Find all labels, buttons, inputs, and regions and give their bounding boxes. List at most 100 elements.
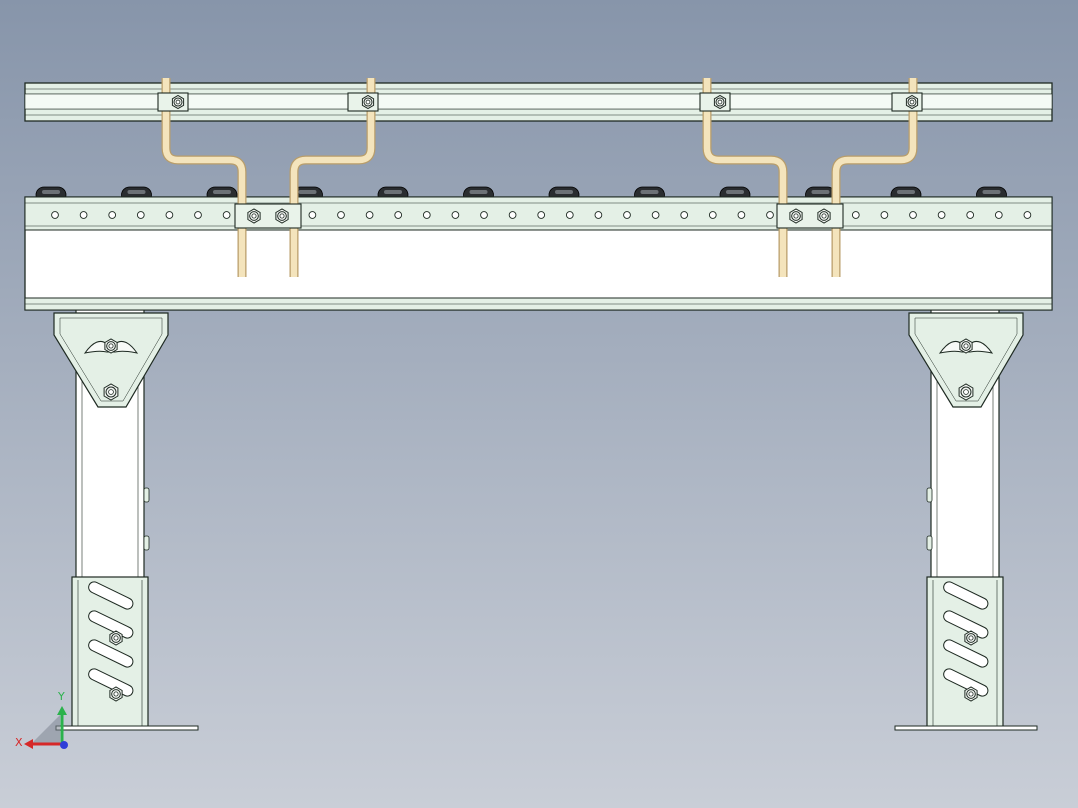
roller-highlight [726, 190, 744, 194]
frame-hole [766, 211, 774, 219]
nut-bore [821, 213, 827, 219]
frame-hole [880, 211, 889, 219]
nut-ring [106, 341, 116, 351]
roller-highlight [384, 190, 402, 194]
nut-ring [363, 97, 373, 107]
frame-hole [537, 211, 546, 219]
leg-side-tab [926, 487, 933, 503]
nut-bore [717, 99, 723, 105]
frame-hole [565, 211, 574, 219]
roller-highlight [555, 190, 573, 194]
frame-hole [994, 211, 1003, 219]
support-leg [53, 307, 199, 731]
rod-clamps [157, 92, 923, 229]
nut-bore [113, 691, 119, 697]
nut-ring [791, 211, 801, 221]
frame-hole [623, 211, 631, 219]
leg-side-tab [143, 487, 150, 503]
frame-hole [708, 211, 717, 219]
guide-rail [24, 82, 1053, 122]
x-axis-label: X [15, 736, 23, 749]
nut-bore [175, 99, 181, 105]
frame-hole [909, 211, 917, 219]
frame-hole [480, 211, 488, 219]
adjustment-slot [88, 668, 134, 697]
roller-highlight [213, 190, 231, 194]
roller-highlight [640, 190, 659, 194]
adjustment-slot [88, 610, 134, 639]
adjustment-slot [943, 610, 989, 639]
nut-ring [960, 386, 972, 398]
adjustment-slot [943, 668, 989, 697]
rail-slot [24, 93, 1053, 110]
frame-hole [594, 211, 603, 219]
conveyor-frame [24, 196, 1053, 311]
guide-rod [162, 78, 246, 277]
nut-bore [968, 635, 974, 641]
nut-bore [365, 99, 371, 105]
frame-hole [966, 211, 975, 219]
frame-hole [165, 211, 174, 219]
nut-bore [251, 213, 257, 219]
nut-ring [907, 97, 917, 107]
nut-ring [111, 633, 121, 643]
nut-ring [105, 386, 117, 398]
support-leg [894, 307, 1038, 731]
nut-ring [249, 211, 259, 221]
nut-ring [173, 97, 183, 107]
frame-hole [108, 211, 117, 219]
adjustment-slot [943, 639, 989, 668]
nut-ring [111, 689, 121, 699]
guide-rod [832, 78, 917, 277]
frame-hole [651, 211, 660, 219]
leg-gusset-inner [59, 317, 163, 402]
leg-side-tab [143, 535, 150, 551]
frame-hole [194, 211, 202, 219]
coordinate-triad-icon[interactable]: X Y [15, 690, 68, 749]
guide-rod [290, 78, 375, 277]
leg-gusset [908, 312, 1024, 408]
frame-hole [851, 211, 860, 219]
frame-hole [79, 211, 88, 219]
frame-hole [1023, 211, 1032, 219]
frame-hole [365, 211, 374, 219]
frame-hole [451, 211, 460, 219]
nut-ring [715, 97, 725, 107]
nut-bore [113, 635, 119, 641]
roller-highlight [42, 190, 60, 194]
adjustment-slot [943, 581, 989, 610]
adjustment-slot [88, 581, 134, 610]
nut-bore [279, 213, 285, 219]
y-axis-label: Y [57, 690, 65, 703]
guide-rods [161, 78, 918, 277]
frame-rod-clamp [776, 203, 844, 229]
nut-ring [966, 689, 976, 699]
guide-rod [703, 78, 787, 277]
frame-hole [222, 211, 231, 219]
frame-hole [680, 211, 689, 219]
leg-base-plate [894, 725, 1038, 731]
z-axis-dot [60, 741, 68, 749]
leg-base-plate [55, 725, 199, 731]
nut-bore [793, 213, 799, 219]
nut-bore [963, 343, 969, 349]
frame-rod-clamp [234, 203, 302, 229]
roller-highlight [127, 190, 146, 194]
frame-hole [937, 211, 946, 219]
x-axis-arrowhead [24, 739, 33, 749]
leg-side-tab [926, 535, 933, 551]
nut-ring [277, 211, 287, 221]
frame-hole [136, 211, 145, 219]
nut-bore [108, 389, 114, 395]
nut-ring [961, 341, 971, 351]
roller-highlight [811, 190, 830, 194]
nut-ring [966, 633, 976, 643]
frame-hole [308, 211, 317, 219]
roller-highlight [298, 190, 317, 194]
y-axis-arrowhead [57, 706, 67, 715]
roller-highlight [469, 190, 488, 194]
nut-ring [819, 211, 829, 221]
